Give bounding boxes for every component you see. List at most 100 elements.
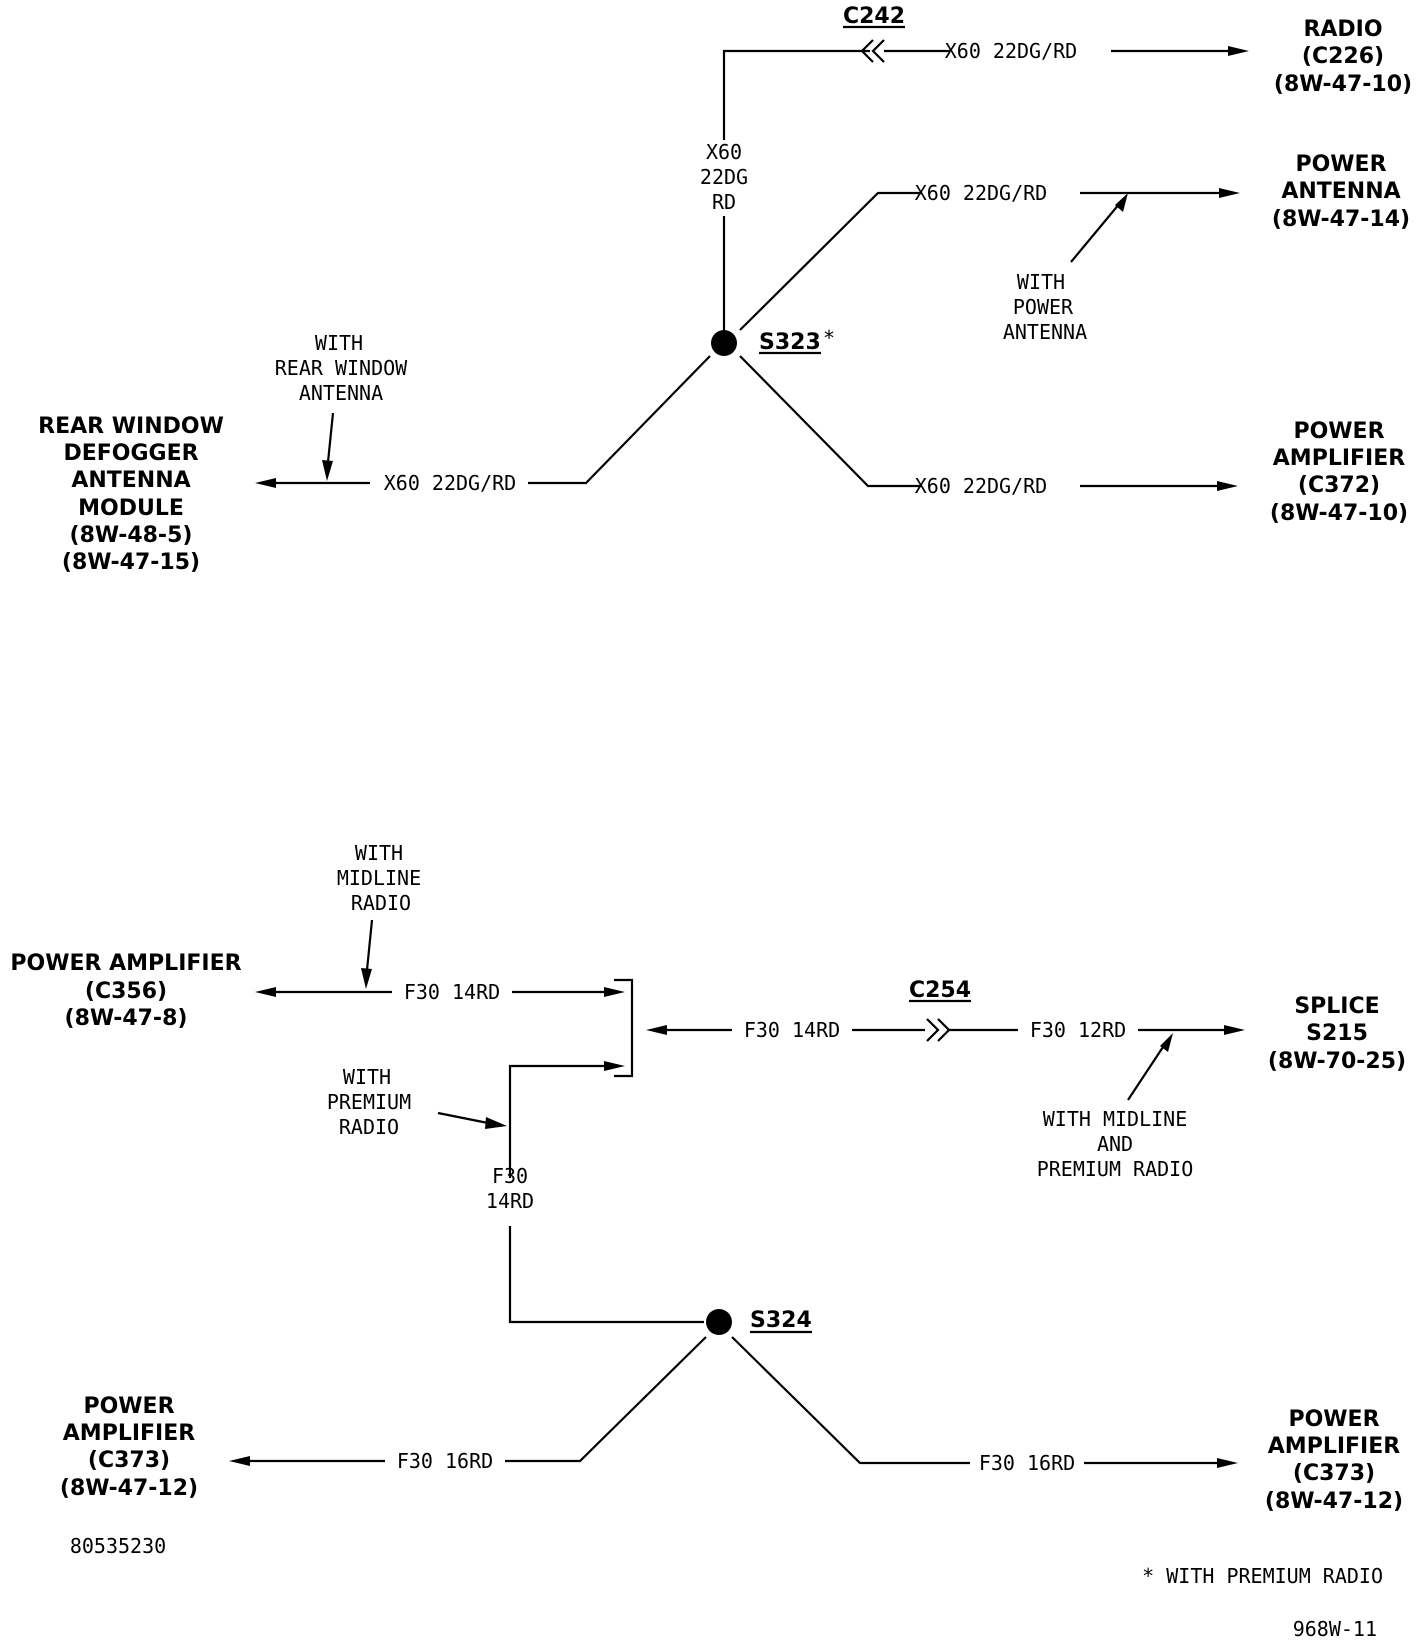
wire-label-right-amplifier: F30 16RD xyxy=(979,1451,1075,1475)
wire-s323-to-c242 xyxy=(722,49,870,336)
arrow-bracket-upper xyxy=(604,987,625,997)
note-premium-line2: PREMIUM xyxy=(327,1090,411,1114)
figure-id: 968W-11 xyxy=(1293,1617,1377,1640)
arrow-bracket-middle xyxy=(646,1025,667,1035)
arrow-amplifier-c356 xyxy=(255,987,276,997)
rear-window-label-line6: (8W-47-15) xyxy=(62,550,200,575)
rear-window-label-line5: (8W-48-5) xyxy=(70,523,193,548)
note-power-antenna-line3: ANTENNA xyxy=(1003,320,1087,344)
note-premium-line3: RADIO xyxy=(339,1115,399,1139)
amplifier-c372-label-line2: AMPLIFIER xyxy=(1273,446,1405,471)
arrow-rear-window xyxy=(255,478,276,488)
note-arrow-midline-premium xyxy=(1160,1033,1173,1052)
wire-s324-to-left-amplifier xyxy=(505,1336,707,1463)
note-arrow-premium xyxy=(485,1117,507,1129)
splice-s215-label-line2: S215 xyxy=(1306,1021,1368,1046)
amplifier-c356-label-line3: (8W-47-8) xyxy=(65,1006,188,1031)
splice-s323-dot xyxy=(711,330,737,356)
power-antenna-label-line3: (8W-47-14) xyxy=(1272,207,1410,232)
splice-s324-label: S324 xyxy=(750,1308,812,1333)
connector-c254-symbol xyxy=(926,1018,951,1042)
note-leader-power-antenna xyxy=(1070,202,1121,263)
vertical-wire-f30-line2: 14RD xyxy=(486,1189,534,1213)
wire-label-amplifier: X60 22DG/RD xyxy=(915,474,1047,498)
splice-s323-label: S323 xyxy=(759,330,821,355)
part-number: 80535230 xyxy=(70,1534,166,1558)
splice-s215-label-line3: (8W-70-25) xyxy=(1268,1049,1406,1074)
note-midline-premium-line2: AND xyxy=(1097,1132,1133,1156)
note-leader-midline xyxy=(365,919,374,971)
wire-label-c254-left: F30 14RD xyxy=(744,1018,840,1042)
note-midline-line1: WITH xyxy=(355,841,403,865)
note-leader-rear-window xyxy=(326,412,335,463)
rear-window-label-line1: REAR WINDOW xyxy=(38,414,224,439)
note-arrow-power-antenna xyxy=(1115,193,1128,212)
bottom-circuit: POWER AMPLIFIER (C356) (8W-47-8) F30 14R… xyxy=(10,841,1406,1514)
connector-c242-symbol xyxy=(860,39,885,63)
note-leader-premium xyxy=(437,1111,489,1125)
left-amplifier-label-line1: POWER xyxy=(83,1394,174,1419)
connector-c242-label: C242 xyxy=(843,4,905,29)
note-rear-window-line2: REAR WINDOW xyxy=(275,356,408,380)
note-arrow-midline xyxy=(361,968,372,989)
wire-label-c356: F30 14RD xyxy=(404,980,500,1004)
arrow-s215 xyxy=(1224,1025,1245,1035)
arrow-bracket-lower xyxy=(604,1061,625,1071)
radio-label-line1: RADIO xyxy=(1303,17,1382,42)
rear-window-label-line4: MODULE xyxy=(78,496,184,521)
wire-s323-to-amplifier xyxy=(739,355,922,488)
note-midline-premium-line1: WITH MIDLINE xyxy=(1043,1107,1188,1131)
arrow-power-antenna xyxy=(1219,188,1240,198)
amplifier-c372-label-line4: (8W-47-10) xyxy=(1270,501,1408,526)
splice-s324-dot xyxy=(706,1309,732,1335)
amplifier-c356-label-line1: POWER AMPLIFIER xyxy=(10,951,241,976)
splice-s215-label-line1: SPLICE xyxy=(1294,994,1379,1019)
arrow-right-amplifier-c373 xyxy=(1217,1458,1238,1468)
wire-s324-to-right-amplifier xyxy=(731,1336,970,1465)
vertical-wire-label-line3: RD xyxy=(712,190,736,214)
arrow-radio xyxy=(1228,46,1249,56)
rear-window-label-line3: ANTENNA xyxy=(71,468,190,493)
note-midline-line3: RADIO xyxy=(351,891,411,915)
amplifier-c372-label-line3: (C372) xyxy=(1298,473,1380,498)
radio-label-line2: (C226) xyxy=(1302,44,1384,69)
rear-window-label-line2: DEFOGGER xyxy=(63,441,198,466)
arrow-left-amplifier-c373 xyxy=(229,1456,250,1466)
note-arrow-rear-window xyxy=(322,460,333,481)
wire-s323-to-rear-window xyxy=(528,355,711,485)
wire-label-power-antenna: X60 22DG/RD xyxy=(915,181,1047,205)
note-rear-window-line1: WITH xyxy=(315,331,363,355)
connector-c254-label: C254 xyxy=(909,978,971,1003)
left-amplifier-label-line4: (8W-47-12) xyxy=(60,1476,198,1501)
power-antenna-label-line2: ANTENNA xyxy=(1281,179,1400,204)
note-rear-window-line3: ANTENNA xyxy=(299,381,383,405)
note-premium-line1: WITH xyxy=(343,1065,391,1089)
right-amplifier-label-line3: (C373) xyxy=(1293,1461,1375,1486)
note-power-antenna-line2: POWER xyxy=(1013,295,1074,319)
wire-s323-to-power-antenna xyxy=(739,191,922,331)
left-amplifier-label-line2: AMPLIFIER xyxy=(63,1421,195,1446)
note-midline-premium-line3: PREMIUM RADIO xyxy=(1037,1157,1194,1181)
right-amplifier-label-line4: (8W-47-12) xyxy=(1265,1489,1403,1514)
vertical-wire-label-line1: X60 xyxy=(706,140,742,164)
wire-label-rear-window: X60 22DG/RD xyxy=(384,471,516,495)
radio-bracket xyxy=(614,978,634,1078)
top-circuit: C242 X60 22DG/RD X60 22DG RD RADIO (C226… xyxy=(38,4,1412,575)
wire-s324-to-premium xyxy=(508,1226,704,1324)
power-antenna-label-line1: POWER xyxy=(1295,152,1386,177)
right-amplifier-label-line1: POWER xyxy=(1288,1407,1379,1432)
footer: 80535230 * WITH PREMIUM RADIO 968W-11 xyxy=(70,1534,1383,1640)
right-amplifier-label-line2: AMPLIFIER xyxy=(1268,1434,1400,1459)
wire-label-radio: X60 22DG/RD xyxy=(945,39,1077,63)
arrow-amplifier-c372 xyxy=(1217,481,1238,491)
wire-label-c254-right: F30 12RD xyxy=(1030,1018,1126,1042)
footnote-premium-radio: * WITH PREMIUM RADIO xyxy=(1142,1564,1383,1588)
note-power-antenna-line1: WITH xyxy=(1017,270,1065,294)
wire-label-left-amplifier: F30 16RD xyxy=(397,1449,493,1473)
vertical-wire-f30-line1: F30 xyxy=(492,1164,528,1188)
vertical-wire-label-line2: 22DG xyxy=(700,165,748,189)
splice-s323-mark: * xyxy=(823,326,835,350)
amplifier-c356-label-line2: (C356) xyxy=(85,979,167,1004)
note-leader-midline-premium xyxy=(1127,1043,1166,1101)
